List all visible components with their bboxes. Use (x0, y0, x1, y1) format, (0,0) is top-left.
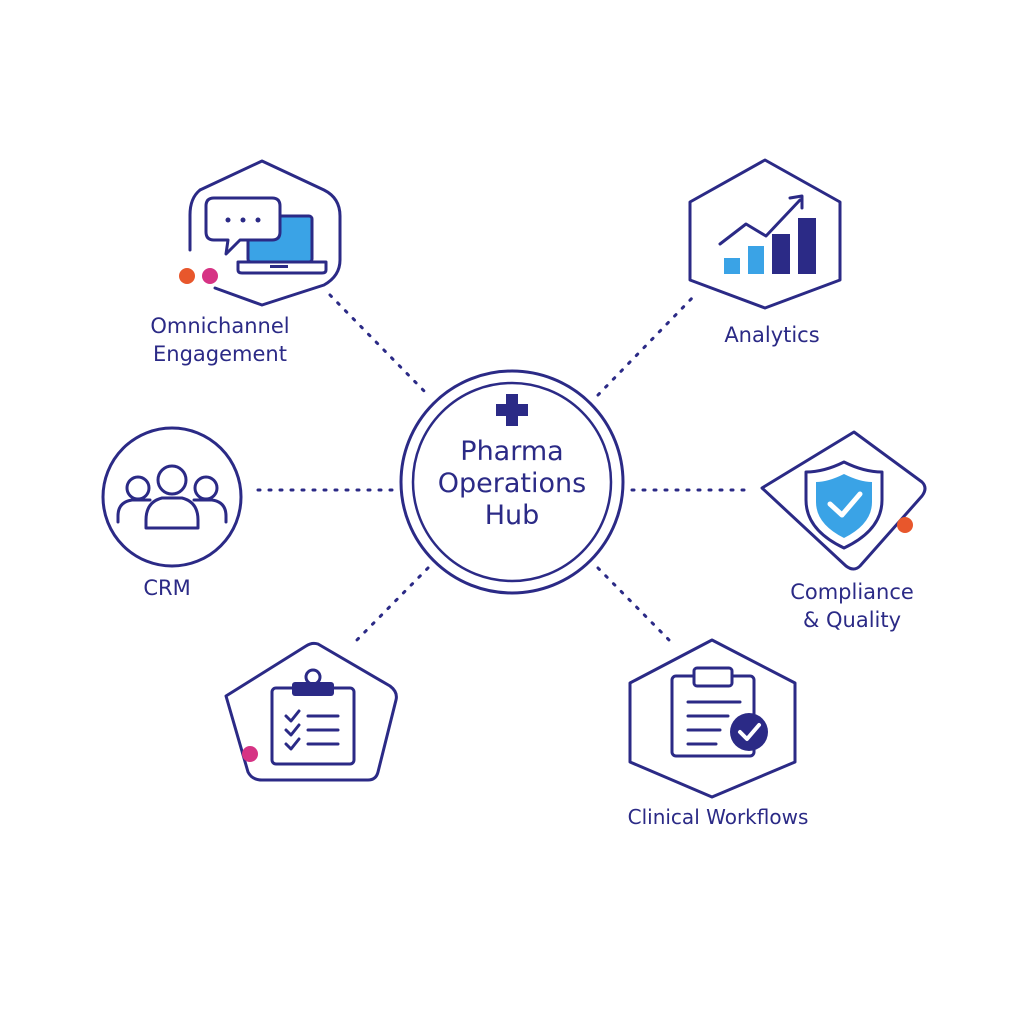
shield-check-icon (804, 460, 884, 550)
crm-label: CRM (143, 576, 191, 600)
clipboard-check-icon (670, 666, 768, 758)
medical-cross-icon (496, 394, 528, 426)
omnichannel-label-line-1: Omnichannel (150, 314, 290, 338)
bar-chart-growth-icon (718, 194, 816, 274)
omnichannel-node (179, 159, 342, 307)
connector-clipboard (350, 566, 430, 647)
chat-laptop-icon (204, 196, 328, 275)
accent-dot (897, 517, 913, 533)
connectors (256, 293, 747, 647)
accent-dot (242, 746, 258, 762)
clipboard-node (224, 641, 398, 782)
clinical-label: Clinical Workflows (627, 805, 809, 829)
accent-dot (179, 268, 195, 284)
omnichannel-label: Omnichannel Engagement (120, 312, 320, 368)
hub-title-line-1: Pharma (460, 436, 564, 467)
hub-title-line-3: Hub (484, 500, 540, 531)
omnichannel-label-line-2: Engagement (153, 342, 287, 366)
accent-dot (202, 268, 218, 284)
hub-title-line-2: Operations (437, 468, 587, 499)
users-group-icon (116, 464, 228, 530)
analytics-label: Analytics (724, 323, 820, 347)
connector-omnichannel (328, 293, 430, 397)
hub-node (399, 369, 625, 595)
compliance-node (760, 430, 927, 571)
compliance-label-line-1: Compliance (790, 580, 914, 604)
compliance-label-line-2: & Quality (802, 608, 902, 632)
analytics-node (688, 158, 842, 310)
hub-title: Pharma Operations Hub (412, 436, 612, 532)
clinical-node (628, 638, 797, 799)
connector-analytics (596, 293, 697, 397)
clipboard-checklist-icon (270, 668, 356, 766)
compliance-label: Compliance & Quality (752, 578, 952, 634)
crm-node (101, 426, 243, 568)
connector-clinical (596, 566, 674, 645)
